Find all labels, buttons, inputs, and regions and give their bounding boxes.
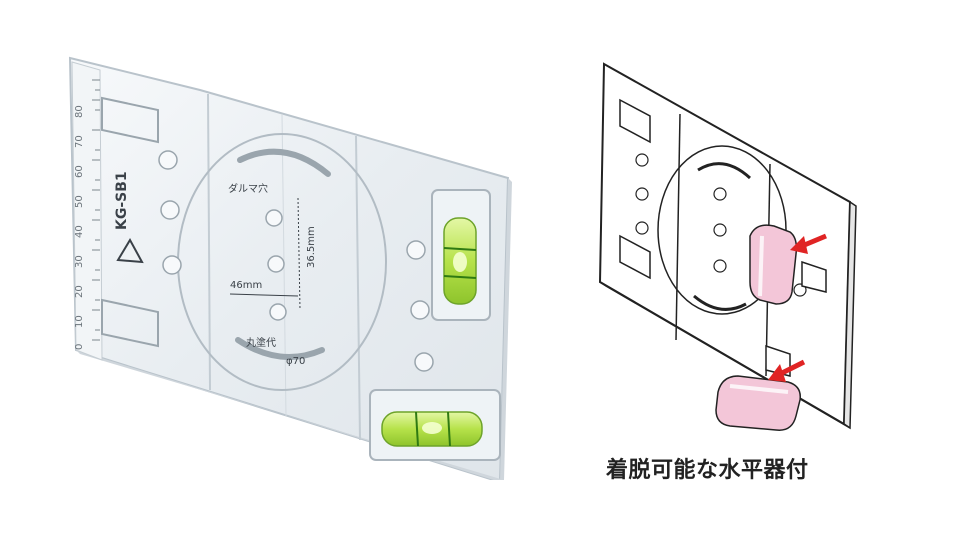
- label-vertical-dimension: 36.5mm: [306, 226, 317, 268]
- ruler-tick-label: 80: [74, 105, 85, 118]
- ruler-tick-label: 60: [74, 165, 85, 178]
- acrylic-template-photo: 80 70 60 50 40 30 20 10 0 KG-SB1: [68, 56, 512, 480]
- spirit-level-vertical: [431, 189, 491, 321]
- feature-caption: 着脱可能な水平器付: [606, 458, 809, 483]
- model-number: KG-SB1: [114, 171, 130, 230]
- removable-level-lower: [715, 375, 801, 431]
- label-daruma-hole: ダルマ穴: [228, 182, 268, 195]
- ruler-strip: [71, 61, 103, 361]
- ruler-tick-label: 20: [74, 285, 85, 298]
- attach-arrow-upper: [790, 233, 827, 254]
- ruler-tick-label: 30: [74, 255, 85, 268]
- ruler-tick-label: 0: [74, 344, 85, 350]
- spirit-level-horizontal: [369, 389, 501, 461]
- label-horizontal-dimension: 46mm: [230, 280, 262, 291]
- mounting-slot-bottom: [101, 298, 159, 348]
- mounting-slot-top: [101, 96, 159, 144]
- removable-level-upper: [749, 224, 798, 305]
- removable-level-illustration: [598, 62, 857, 431]
- attach-arrow-lower: [768, 359, 806, 382]
- brand-logo: [116, 237, 144, 264]
- ruler-tick-label: 10: [74, 315, 85, 328]
- ruler-tick-label: 70: [74, 135, 85, 148]
- label-plaster-margin: 丸塗代: [246, 336, 276, 349]
- label-diameter: φ70: [286, 356, 305, 367]
- ruler-tick-label: 40: [74, 225, 85, 238]
- ruler-tick-label: 50: [74, 195, 85, 208]
